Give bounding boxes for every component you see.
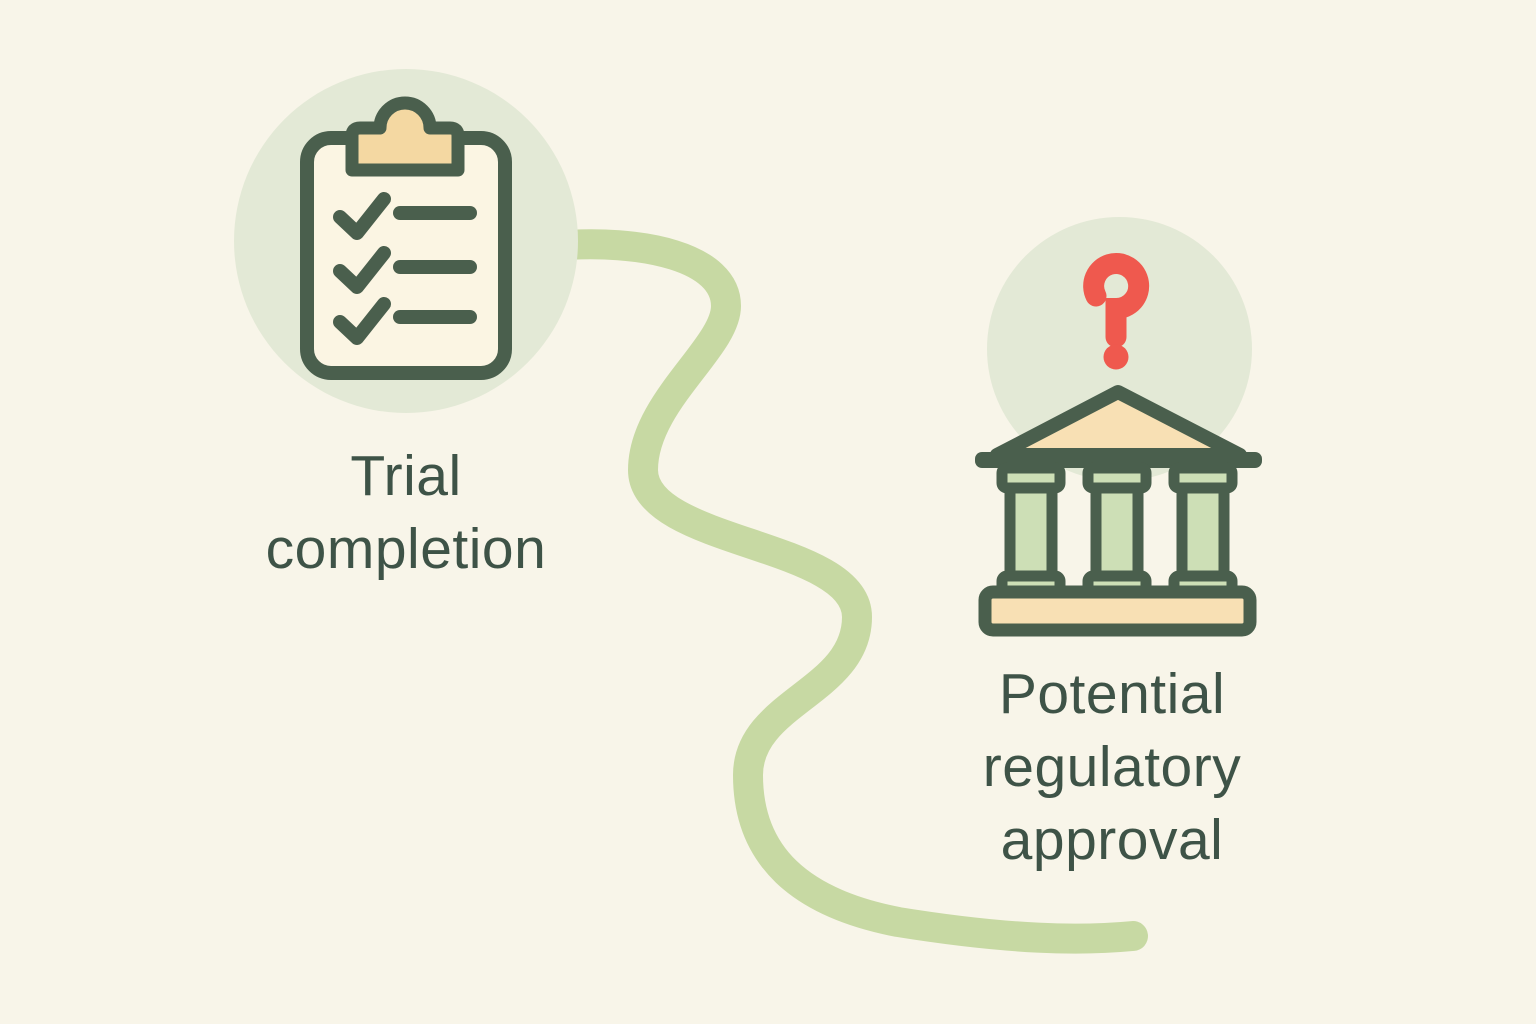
trial-completion-label: Trial completion	[265, 444, 547, 581]
clipboard-checklist-icon	[300, 96, 512, 380]
regulatory-approval-label: Potential regulatory approval	[982, 662, 1242, 872]
question-mark-icon	[1083, 253, 1150, 370]
bank-building-icon	[975, 385, 1262, 637]
